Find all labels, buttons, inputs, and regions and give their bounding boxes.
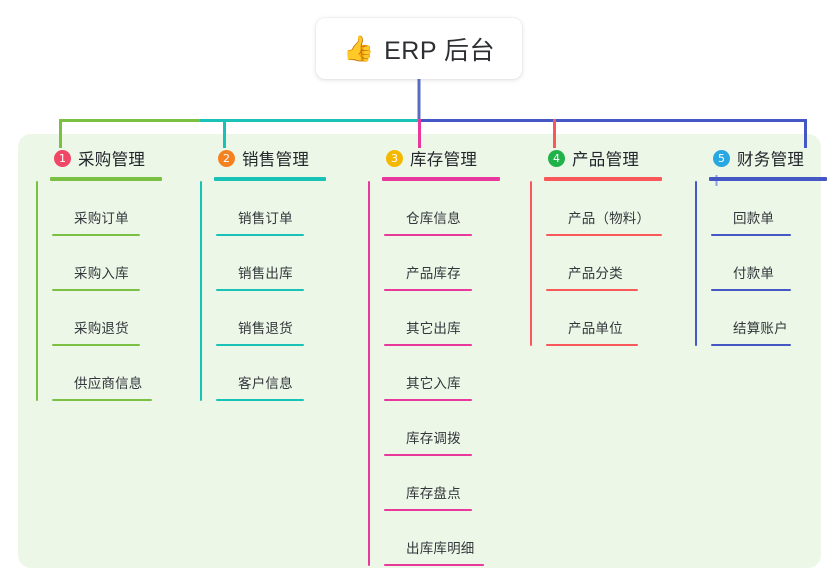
list-item-label: 产品（物料） bbox=[568, 211, 651, 226]
list-item-label: 产品分类 bbox=[568, 266, 623, 281]
column-title-2: 销售管理 bbox=[242, 151, 310, 169]
list-item-rule bbox=[384, 289, 472, 291]
column-badge-5: 5 bbox=[713, 149, 730, 167]
list-item-rule bbox=[216, 234, 304, 236]
list-item-rule bbox=[711, 344, 791, 346]
column-rail-3 bbox=[368, 181, 370, 566]
column-header-3[interactable]: 3 库存管理 bbox=[368, 146, 477, 170]
list-item-label: 产品单位 bbox=[568, 321, 623, 336]
list-item-label: 供应商信息 bbox=[74, 376, 143, 391]
list-item-rule bbox=[711, 289, 791, 291]
column-header-1[interactable]: 1 采购管理 bbox=[36, 146, 145, 170]
list-item-rule bbox=[546, 344, 638, 346]
list-item-rule bbox=[711, 234, 791, 236]
list-item-rule bbox=[52, 344, 140, 346]
list-item-label: 采购退货 bbox=[74, 321, 129, 336]
thumbs-up-icon: 👍 bbox=[342, 35, 375, 63]
column-header-rule-2 bbox=[214, 177, 326, 181]
column-header-rule-5 bbox=[709, 177, 827, 181]
list-item-label: 库存盘点 bbox=[406, 486, 461, 501]
column-3: 3 库存管理仓库信息产品库存其它出库其它入库库存调拨库存盘点出库库明细 bbox=[368, 146, 500, 566]
root-node-title: ERP 后台 bbox=[384, 36, 496, 65]
list-item-rule bbox=[52, 399, 152, 401]
list-item-label: 销售出库 bbox=[238, 266, 293, 281]
list-item-label: 其它出库 bbox=[406, 321, 461, 336]
column-badge-3: 3 bbox=[386, 149, 403, 167]
column-rail-5 bbox=[695, 181, 697, 346]
list-item-label: 出库库明细 bbox=[406, 541, 475, 556]
list-item-label: 客户信息 bbox=[238, 376, 293, 391]
column-header-5[interactable]: 5 财务管理 bbox=[695, 146, 804, 170]
list-item-rule bbox=[384, 234, 472, 236]
mindmap-panel bbox=[18, 134, 821, 568]
column-badge-4: 4 bbox=[548, 149, 565, 167]
list-item-rule bbox=[384, 399, 472, 401]
list-item-rule bbox=[384, 509, 472, 511]
list-item-rule bbox=[384, 344, 472, 346]
column-title-4: 产品管理 bbox=[572, 151, 640, 169]
column-badge-1: 1 bbox=[54, 149, 71, 167]
column-rail-1 bbox=[36, 181, 38, 401]
list-item-rule bbox=[216, 399, 304, 401]
list-item-label: 销售订单 bbox=[238, 211, 293, 226]
column-header-rule-3 bbox=[382, 177, 500, 181]
list-item-rule bbox=[216, 289, 304, 291]
column-4: 4 产品管理产品（物料） 产品分类产品单位 bbox=[530, 146, 662, 346]
column-rail-2 bbox=[200, 181, 202, 401]
list-item-label: 库存调拨 bbox=[406, 431, 461, 446]
column-title-3: 库存管理 bbox=[410, 151, 478, 169]
list-item-label: 采购入库 bbox=[74, 266, 129, 281]
list-item-label: 仓库信息 bbox=[406, 211, 461, 226]
list-item-label: 结算账户 bbox=[733, 321, 788, 336]
list-item-rule bbox=[546, 289, 638, 291]
list-item-rule bbox=[52, 289, 140, 291]
list-item-rule bbox=[546, 234, 662, 236]
list-item-label: 回款单 bbox=[733, 211, 775, 226]
column-header-rule-4 bbox=[544, 177, 662, 181]
column-title-1: 采购管理 bbox=[78, 151, 146, 169]
column-header-rule-1 bbox=[50, 177, 162, 181]
list-item-rule bbox=[216, 344, 304, 346]
column-5: 5 财务管理回款单付款单结算账户 bbox=[695, 146, 827, 346]
column-rail-4 bbox=[530, 181, 532, 346]
list-item-rule bbox=[384, 454, 472, 456]
root-node-card[interactable]: 👍 ERP 后台 bbox=[316, 18, 522, 79]
column-header-2[interactable]: 2 销售管理 bbox=[200, 146, 309, 170]
column-1: 1 采购管理采购订单采购入库采购退货供应商信息 bbox=[36, 146, 162, 401]
column-2: 2 销售管理销售订单销售出库销售退货客户信息 bbox=[200, 146, 326, 401]
list-item-rule bbox=[384, 564, 484, 566]
column-header-4[interactable]: 4 产品管理 bbox=[530, 146, 639, 170]
list-item-label: 付款单 bbox=[733, 266, 775, 281]
list-item-label: 其它入库 bbox=[406, 376, 461, 391]
list-item-rule bbox=[52, 234, 140, 236]
column-title-5: 财务管理 bbox=[737, 151, 805, 169]
column-badge-2: 2 bbox=[218, 149, 235, 167]
list-item-label: 产品库存 bbox=[406, 266, 461, 281]
list-item-label: 销售退货 bbox=[238, 321, 293, 336]
list-item-label: 采购订单 bbox=[74, 211, 129, 226]
